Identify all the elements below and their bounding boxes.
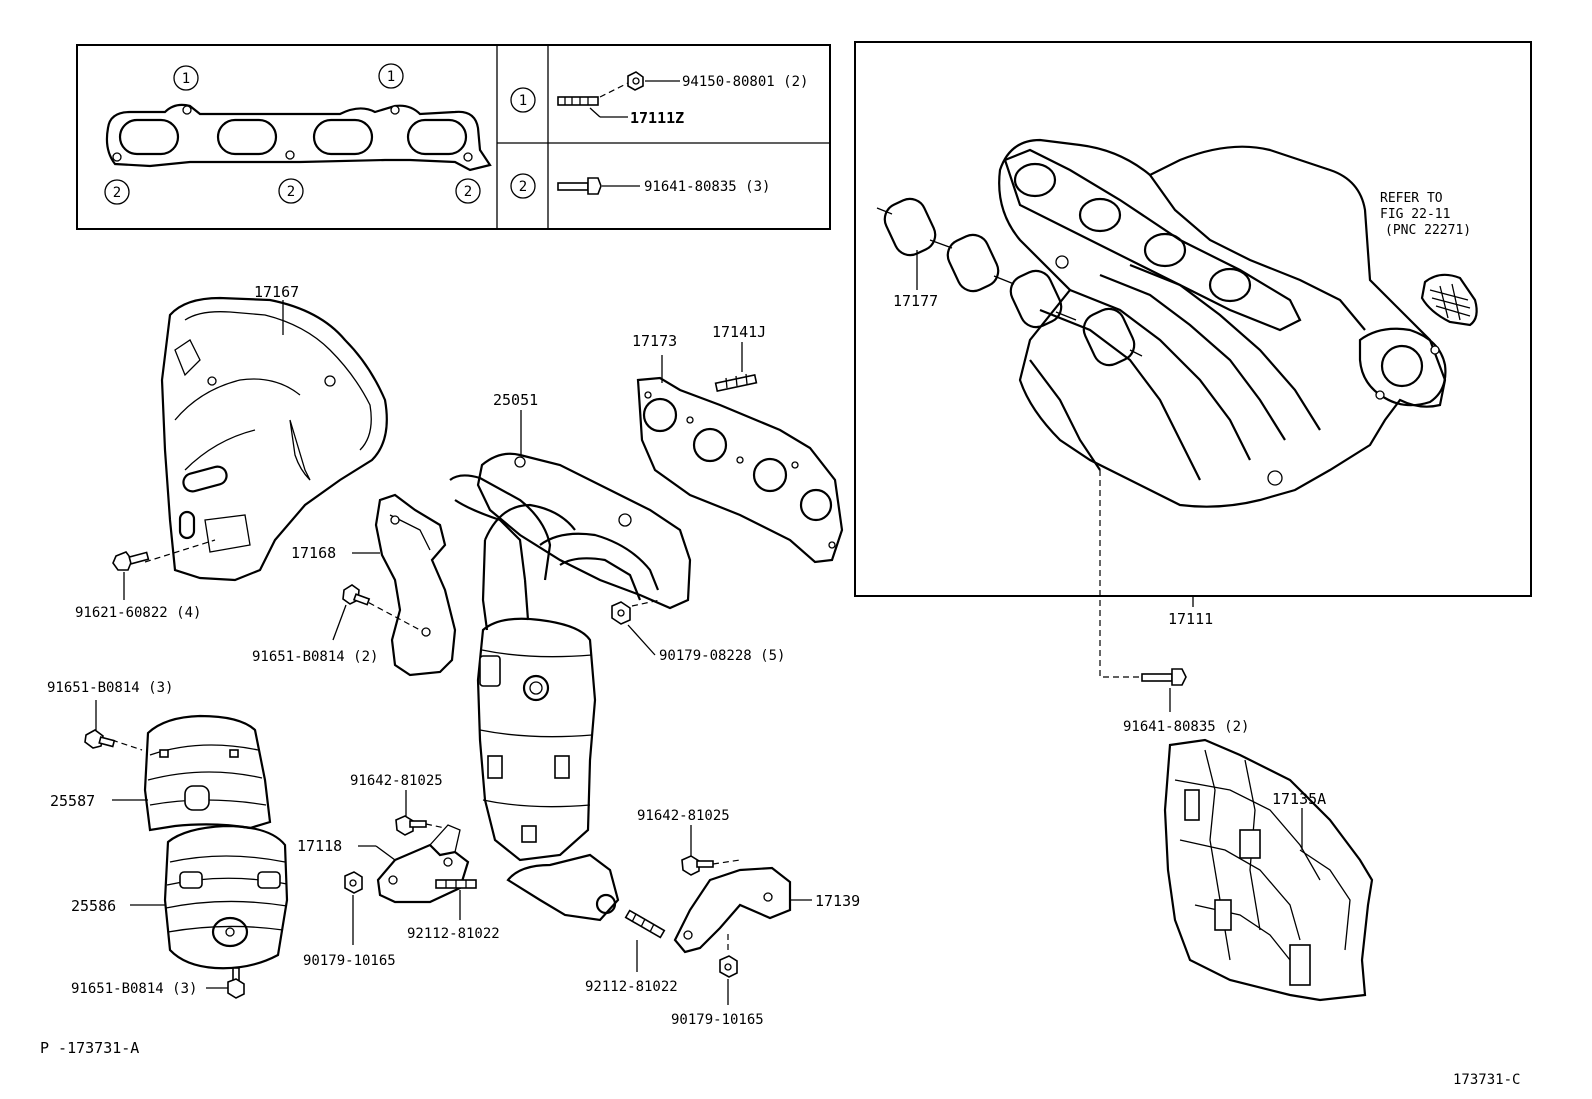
- label-17141j: 17141J: [712, 323, 766, 341]
- label-17168: 17168: [291, 544, 336, 562]
- svg-text:2: 2: [287, 184, 295, 200]
- gasket-callout-2-left: 2: [104, 179, 130, 205]
- intake-bolt-icon: [1141, 668, 1187, 686]
- label-90179-10165-right: 90179-10165: [671, 1012, 764, 1028]
- gasket-fastener-inset: 1 1 2 2 2 1: [76, 44, 831, 230]
- stud-92112-right-icon: [624, 909, 666, 939]
- refer-note-line-1: REFER TO: [1380, 191, 1443, 206]
- refer-note-line-2: FIG 22-11: [1380, 207, 1450, 222]
- nut-90179-right-icon: [719, 955, 738, 978]
- label-91642-81025-left: 91642-81025: [350, 773, 443, 789]
- heat-shield-25587: [143, 714, 272, 832]
- stud-92112-left-icon: [435, 879, 477, 889]
- part-number-17111z: 17111Z: [630, 109, 684, 127]
- label-91641-80835-2: 91641-80835 (2): [1123, 719, 1249, 735]
- label-17139: 17139: [815, 892, 860, 910]
- throttle-gasket-icon: [1420, 273, 1478, 327]
- label-92112-81022-right: 92112-81022: [585, 979, 678, 995]
- part-number-91641-80835-3: 91641-80835 (3): [644, 179, 770, 195]
- bracket-17139: [673, 866, 792, 954]
- label-91651-b0814-3-top: 91651-B0814 (3): [47, 680, 173, 696]
- label-17177: 17177: [893, 292, 938, 310]
- label-91621-60822: 91621-60822 (4): [75, 605, 201, 621]
- svg-text:2: 2: [113, 185, 121, 201]
- label-91651-b0814-3-bottom: 91651-B0814 (3): [71, 981, 197, 997]
- label-17111: 17111: [1168, 610, 1213, 628]
- label-90179-10165-left: 90179-10165: [303, 953, 396, 969]
- insulator-bolt-icon: [112, 551, 150, 571]
- label-17167: 17167: [254, 283, 299, 301]
- shell-bolt-top-icon: [84, 729, 116, 749]
- exhaust-gasket-17173: [636, 376, 844, 564]
- flange-nut-icon: [627, 71, 644, 91]
- intake-gasket-17177: [876, 197, 1143, 367]
- nut-90179-left-icon: [344, 871, 363, 894]
- svg-text:2: 2: [519, 179, 527, 195]
- label-91642-81025-right: 91642-81025: [637, 808, 730, 824]
- bracket-bolt-17139-icon: [681, 855, 714, 876]
- gasket-callout-1-right: 1: [378, 63, 404, 89]
- stud-17141j-icon: [714, 373, 758, 393]
- intake-manifold-drawing: [998, 138, 1447, 508]
- refer-note-line-3: (PNC 22271): [1385, 223, 1471, 238]
- inset-row-2: 2 91641-80835 (3): [510, 173, 770, 199]
- label-17173: 17173: [632, 332, 677, 350]
- label-25586: 25586: [71, 897, 116, 915]
- inset-row-1: 1 94150-80801 (2) 17111Z: [510, 71, 808, 127]
- intake-manifold-box: 17177 REFER TO FIG 22-11 (PNC 22271): [854, 41, 1532, 597]
- stud-bolt-icon: [557, 96, 599, 106]
- heat-insulator-17168: [374, 493, 457, 677]
- part-number-94150-80801: 94150-80801 (2): [682, 74, 808, 90]
- heat-shield-25586: [163, 824, 289, 970]
- shell-bolt-bottom-icon: [227, 967, 245, 999]
- label-90179-08228: 90179-08228 (5): [659, 648, 785, 664]
- svg-text:1: 1: [182, 71, 190, 87]
- label-25051: 25051: [493, 391, 538, 409]
- bracket-bolt-17118-icon: [395, 815, 427, 836]
- gasket-callout-2-right: 2: [455, 178, 481, 204]
- label-92112-81022-left: 92112-81022: [407, 926, 500, 942]
- label-25587: 25587: [50, 792, 95, 810]
- illustration-code-left: P -173731-A: [40, 1039, 139, 1057]
- exhaust-gasket-drawing: [105, 103, 492, 172]
- label-17135a: 17135A: [1272, 790, 1326, 808]
- bracket-17118: [376, 824, 470, 904]
- svg-text:1: 1: [387, 69, 395, 85]
- svg-text:1: 1: [519, 93, 527, 109]
- svg-text:2: 2: [464, 184, 472, 200]
- illustration-code-right: 173731-C: [1453, 1072, 1520, 1088]
- gasket-callout-2-center: 2: [278, 178, 304, 204]
- flange-bolt-icon: [557, 177, 602, 195]
- gasket-callout-1-left: 1: [173, 65, 199, 91]
- heat-insulator-17167: [160, 296, 388, 582]
- label-17118: 17118: [297, 837, 342, 855]
- exhaust-manifold-25051: [449, 452, 692, 922]
- label-91651-b0814-2: 91651-B0814 (2): [252, 649, 378, 665]
- manifold-nut-icon: [611, 601, 631, 625]
- bracket-bolt-icon: [342, 584, 371, 606]
- insulator-17135a: [1163, 738, 1374, 1002]
